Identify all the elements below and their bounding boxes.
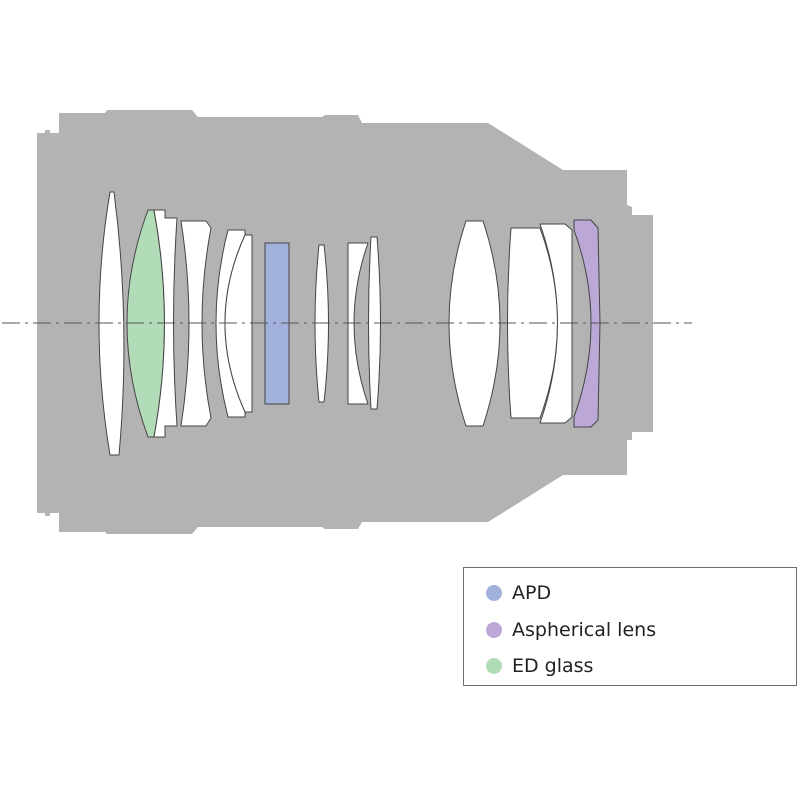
legend-item-ed-glass: ED glass [486, 654, 593, 678]
lens-element-8 [347, 242, 369, 405]
aspherical-color-dot-icon [486, 622, 502, 638]
apd-color-dot-icon [486, 585, 502, 601]
legend-label: ED glass [512, 655, 594, 677]
lens-element-13-aspherical [573, 219, 601, 428]
legend-item-aspherical: Aspherical lens [486, 618, 656, 642]
legend-label: Aspherical lens [512, 619, 657, 641]
lens-element-6 [224, 234, 253, 413]
ed-glass-color-dot-icon [486, 658, 502, 674]
legend: APD Aspherical lens ED glass [463, 567, 797, 686]
legend-item-apd: APD [486, 581, 551, 605]
lens-barrel [37, 110, 653, 534]
lens-element-12 [539, 223, 573, 424]
legend-label: APD [512, 582, 552, 604]
